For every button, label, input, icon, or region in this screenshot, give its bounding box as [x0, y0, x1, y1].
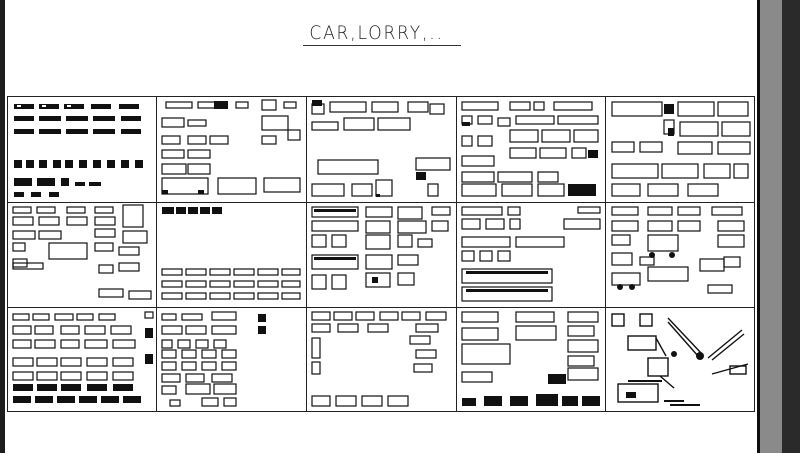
cell-compact-cars[interactable]	[158, 203, 305, 306]
grid-divider	[8, 307, 754, 308]
cell-trucks-loaders[interactable]	[458, 308, 604, 411]
construction-machines-icon	[611, 206, 745, 294]
cell-semi-trucks[interactable]	[608, 98, 754, 201]
pickups-vans-rv-icon	[161, 99, 301, 195]
trucks-loaders-icon	[461, 311, 600, 406]
sedan-cars-side-views-icon	[14, 104, 143, 197]
compact-cars-rows-icon	[161, 207, 301, 300]
cell-mixed-cars[interactable]	[9, 203, 155, 306]
buses-plan-views-icon	[311, 206, 451, 290]
cell-cranes[interactable]	[608, 308, 754, 411]
cell-tankers[interactable]	[458, 98, 604, 201]
workspace-gutter	[760, 0, 782, 453]
cell-bus-plans[interactable]	[308, 203, 455, 306]
canvas-border	[757, 0, 760, 453]
mixed-cars-bus-icon	[12, 204, 152, 300]
cell-car-plans[interactable]	[9, 308, 155, 411]
cell-car-tops[interactable]	[308, 308, 455, 411]
cell-trams[interactable]	[458, 203, 604, 306]
drawing-title: CAR,LORRY,..	[309, 22, 444, 44]
cranes-forklifts-icon	[611, 313, 749, 406]
tankers-trailers-icon	[461, 101, 599, 197]
buses-trams-icon	[461, 206, 601, 302]
vertical-scrollbar[interactable]	[782, 0, 800, 453]
semi-trucks-icon	[611, 101, 751, 197]
cell-sedans[interactable]	[9, 98, 155, 201]
grid-divider	[156, 97, 157, 411]
cell-hatchbacks[interactable]	[158, 308, 305, 411]
box-trucks-icon	[311, 100, 451, 197]
block-library-grid	[7, 96, 755, 412]
grid-divider	[8, 202, 754, 203]
cell-construction[interactable]	[608, 203, 754, 306]
cars-top-views-icon	[311, 311, 447, 407]
hatchbacks-rows-icon	[161, 311, 266, 407]
cell-pickups-rv[interactable]	[158, 98, 305, 201]
title-underline	[303, 45, 461, 46]
grid-divider	[456, 97, 457, 411]
grid-divider	[605, 97, 606, 411]
window-left-edge	[0, 0, 5, 453]
grid-divider	[306, 97, 307, 411]
cell-box-trucks[interactable]	[308, 98, 455, 201]
cars-plan-views-icon	[12, 311, 154, 403]
